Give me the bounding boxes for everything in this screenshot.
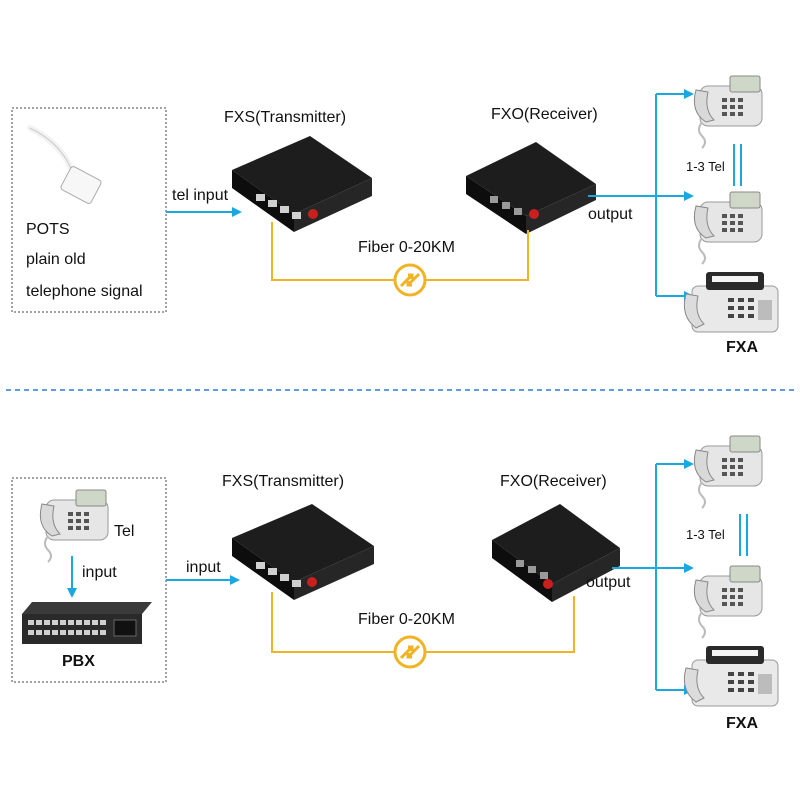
fiber-connector-icon (393, 263, 427, 297)
output-label: output (586, 574, 631, 591)
telephone-icon (39, 489, 110, 563)
output-arrows (588, 89, 694, 301)
output-label: output (588, 206, 633, 223)
tel-label: Tel (114, 523, 135, 540)
fiber-label: Fiber 0-20KM (358, 239, 455, 256)
telephone-icon (693, 435, 763, 509)
fax-machine-icon (683, 271, 779, 333)
input-label: input (186, 559, 221, 576)
fxs-transmitter-device (232, 504, 374, 600)
pbx-switch-icon (22, 602, 152, 644)
telephone-icon (693, 191, 763, 265)
telephone-icon (693, 565, 763, 639)
pbx-label: PBX (62, 653, 95, 670)
receiver-label: FXO(Receiver) (491, 106, 598, 123)
tel-input-label: input (82, 564, 117, 581)
tel-input-label: tel input (172, 187, 229, 204)
fiber-connector-icon (393, 635, 427, 669)
receiver-label: FXO(Receiver) (500, 473, 607, 490)
pots-source-box (11, 107, 167, 313)
fxo-receiver-device (466, 142, 596, 234)
source-line-plain-old: plain old (26, 251, 86, 268)
rj11-cable-icon (27, 125, 102, 204)
source-line-pots: POTS (26, 221, 70, 238)
source-line-telephone-signal: telephone signal (26, 283, 143, 300)
fax-label: FXA (726, 339, 758, 356)
tel-count-label: 1-3 Tel (686, 159, 725, 174)
fiber-label: Fiber 0-20KM (358, 611, 455, 628)
fax-machine-icon (683, 645, 779, 707)
fxo-receiver-device (492, 504, 620, 602)
tel-count-label: 1-3 Tel (686, 527, 725, 542)
telephone-icon (693, 75, 763, 149)
fxs-transmitter-device (232, 136, 372, 232)
transmitter-label: FXS(Transmitter) (222, 473, 345, 490)
fax-label: FXA (726, 715, 758, 732)
transmitter-label: FXS(Transmitter) (224, 109, 347, 126)
